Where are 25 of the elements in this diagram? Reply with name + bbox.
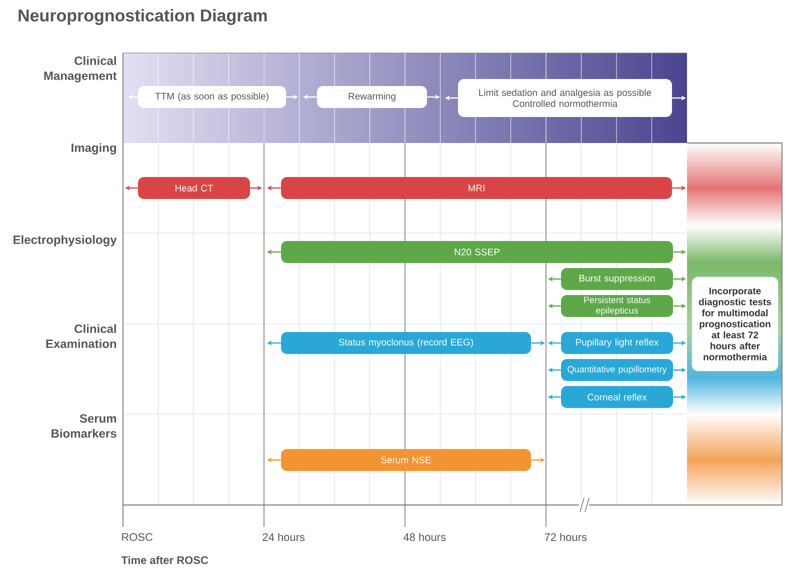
timeline-bar: Limit sedation and analgesia as possible Controlled normothermia <box>458 79 672 117</box>
timeline-bar: Status myoclonus (record EEG) <box>281 332 531 354</box>
timeline-bar: TTM (as soon as possible) <box>138 86 286 108</box>
axis-title: Time after ROSC <box>121 556 208 564</box>
row-label: Imaging <box>72 143 116 154</box>
timeline-bar: Pupillary light reflex <box>561 332 673 354</box>
row-label: Clinical Examination <box>46 324 116 348</box>
tick-label: 72 hours <box>544 532 587 542</box>
timeline-bar: Persistent status epilepticus <box>561 295 673 317</box>
tick-label: 48 hours <box>403 532 446 542</box>
timeline-bar: Serum NSE <box>281 449 531 471</box>
note-box: Incorporate diagnostic tests for multimodal prognostication at least 72 hours after normothermia <box>692 276 778 372</box>
tick-label: 24 hours <box>262 532 305 542</box>
timeline-bar: N20 SSEP <box>281 241 673 263</box>
row-label: Electrophysiology <box>14 235 117 246</box>
timeline-bar: Quantitative pupillometry <box>561 359 673 381</box>
timeline-bar: Corneal reflex <box>561 386 673 408</box>
timeline-bar: MRI <box>281 177 672 199</box>
title: Neuroprognostication Diagram <box>18 9 267 25</box>
row-label: Serum Biomarkers <box>52 414 116 438</box>
tick-label: ROSC <box>122 533 153 541</box>
timeline-bar: Head CT <box>138 177 250 199</box>
timeline-bar: Burst suppression <box>561 268 673 290</box>
row-label: Clinical Management <box>44 56 117 82</box>
timeline-bar: Rewarming <box>317 86 427 108</box>
